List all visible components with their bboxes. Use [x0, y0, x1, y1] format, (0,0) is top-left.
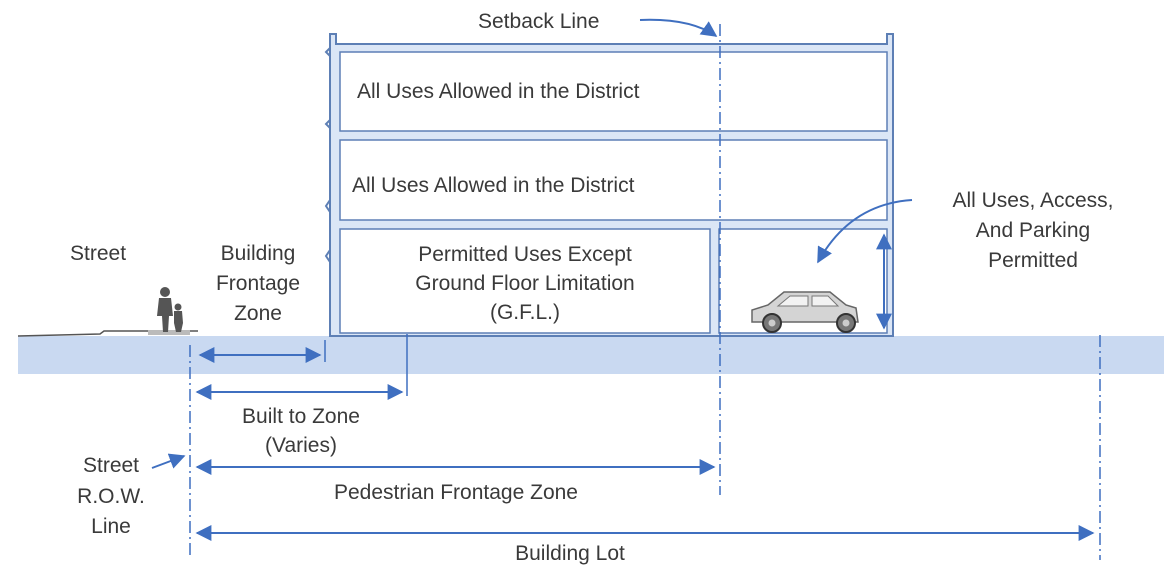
- parking-note-line3: Permitted: [988, 249, 1078, 272]
- built-to-zone-line1: Built to Zone: [242, 405, 360, 428]
- ground-floor-room: [339, 228, 711, 334]
- ground-floor-label-line1: Permitted Uses Except: [418, 243, 632, 266]
- street-row-line-line3: Line: [91, 515, 131, 538]
- building-frontage-zone-line3: Zone: [234, 302, 282, 325]
- setback-line-label: Setback Line: [478, 10, 599, 33]
- upper-floor-1-room: [339, 51, 888, 132]
- car-icon: [751, 291, 859, 333]
- street-label: Street: [70, 242, 126, 265]
- parking-leader-arrow: [817, 199, 913, 264]
- upper-floor-2-label: All Uses Allowed in the District: [352, 174, 635, 197]
- building-lot-label: Building Lot: [515, 542, 625, 565]
- street-row-line-line2: R.O.W.: [77, 485, 145, 508]
- upper-floor-2-room: [339, 139, 888, 221]
- ground-floor-label-line3: (G.F.L.): [490, 301, 560, 324]
- parking-note-line1: All Uses, Access,: [952, 189, 1113, 212]
- curb: [148, 330, 190, 335]
- parking-note-line2: And Parking: [976, 219, 1090, 242]
- built-to-zone-line2: (Varies): [265, 434, 337, 457]
- pedestrians-icon: [157, 287, 183, 332]
- setback-leader-arrow: [639, 18, 718, 37]
- building-frontage-zone-line2: Frontage: [216, 272, 300, 295]
- building-frontage-zone-line1: Building: [221, 242, 296, 265]
- row-leader-arrow: [151, 453, 186, 469]
- street-row-line-line1: Street: [83, 454, 139, 477]
- upper-floor-1-label: All Uses Allowed in the District: [357, 80, 640, 103]
- pedestrian-frontage-zone-label: Pedestrian Frontage Zone: [334, 481, 578, 504]
- ground-floor-label-line2: Ground Floor Limitation: [415, 272, 634, 295]
